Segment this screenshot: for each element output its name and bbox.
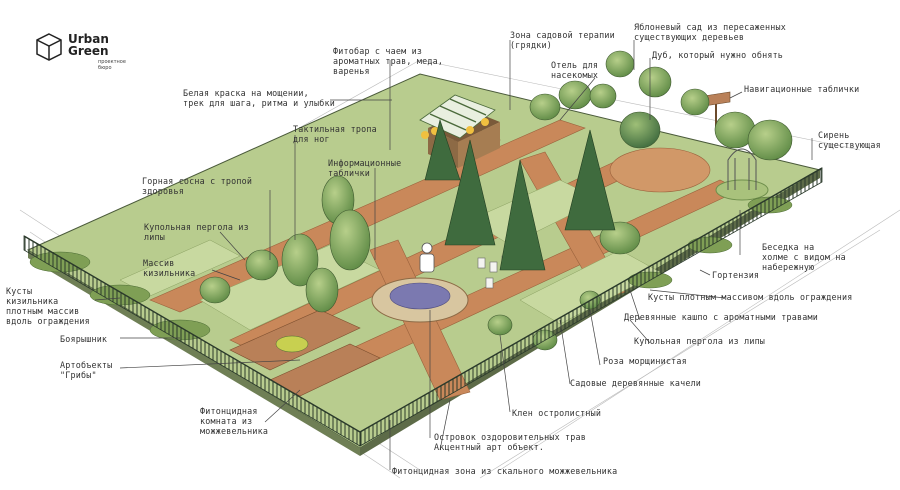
perimeter-fence [23,167,823,447]
label-fitobar: Фитобар с чаем из ароматных трав, меда, … [333,46,444,76]
label-maple: Клен остролистный [512,408,602,418]
label-insect-hotel: Отель для насекомых [551,60,599,80]
lawn-patches [119,179,661,331]
logo-title: Urban Green [68,32,109,58]
label-mountain-pine: Горная сосна с тропой здоровья [142,176,253,196]
label-juniper-room: Фитонцидная комната из можжевельника [200,406,269,436]
label-rose: Роза морщинистая [603,356,687,366]
label-barberry: Боярышник [60,334,108,344]
label-gazebo: Беседка на холме с видом на набережную [762,242,846,272]
urban-green-logo: Urban Green проектное бюро [36,33,186,73]
cube-logo-icon [36,33,62,61]
navigation-sign [703,91,731,128]
art-object-figure [419,242,435,273]
label-planters: Деревянные кашпо с ароматными травами [624,312,818,322]
label-info-signs: Информационные таблички [328,158,402,178]
label-bushes-left: Кусты кизильника плотным массив вдоль ог… [6,286,90,326]
label-juniper-zone: Фитонцидная зона из скального можжевельн… [392,466,618,476]
label-nav-signs: Навигационные таблички [744,84,860,94]
logo-subtitle: проектное бюро [98,59,126,71]
label-hydrangea: Гортензия [712,270,760,280]
label-pergola-left: Купольная пергола из липы [144,222,249,242]
label-white-paint: Белая краска на мощении, трек для шага, … [183,88,336,108]
label-lilac: Сирень существующая [818,130,881,150]
label-tactile-path: Тактильная тропа для ног [293,124,377,144]
label-herb-island: Островок оздоровительных трав Акцентный … [434,432,587,452]
label-mushrooms: Артобъекты "Грибы" [60,360,113,380]
label-apple-orchard: Яблоневый сад из пересаженных существующ… [634,22,787,42]
label-bushes-right: Кусты плотным массивом вдоль ограждения [648,292,853,302]
label-oak: Дуб, который нужно обнять [652,50,784,60]
leader-lines [94,40,813,470]
gazebo-on-hill [715,148,769,201]
pine-trees [424,118,616,271]
label-therapy-zone: Зона садовой терапии (грядки) [510,30,615,50]
lavender-island [371,277,469,323]
label-cotoneaster: Массив кизильника [143,258,196,278]
label-swings: Садовые деревянные качели [570,378,702,388]
label-pergola-right: Купольная пергола из липы [634,336,766,346]
